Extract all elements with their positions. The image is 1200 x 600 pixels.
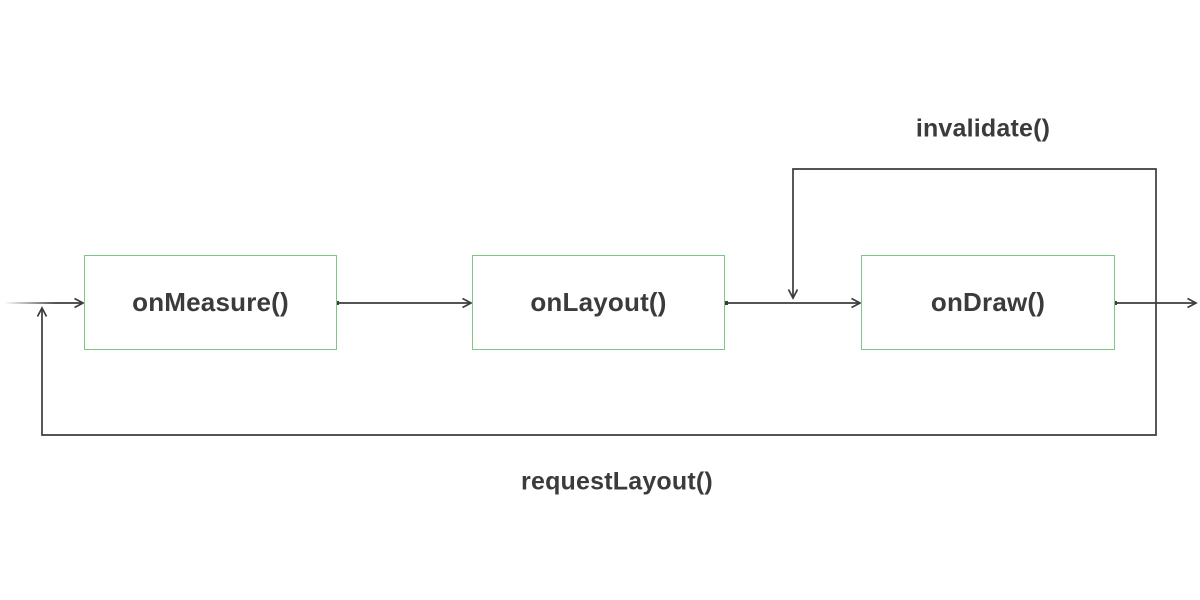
node-onlayout: onLayout() bbox=[472, 255, 725, 350]
edge-label-invalidate: invalidate() bbox=[915, 114, 1051, 143]
node-ondraw-label: onDraw() bbox=[930, 287, 1046, 317]
loop-invalidate bbox=[787, 168, 1157, 303]
node-ondraw: onDraw() bbox=[861, 255, 1115, 350]
node-onmeasure-label: onMeasure() bbox=[132, 287, 289, 317]
loop-request-layout bbox=[36, 303, 1157, 436]
node-onmeasure: onMeasure() bbox=[84, 255, 337, 350]
edge-label-request-layout: requestLayout() bbox=[521, 467, 713, 496]
node-onlayout-label: onLayout() bbox=[530, 287, 667, 317]
